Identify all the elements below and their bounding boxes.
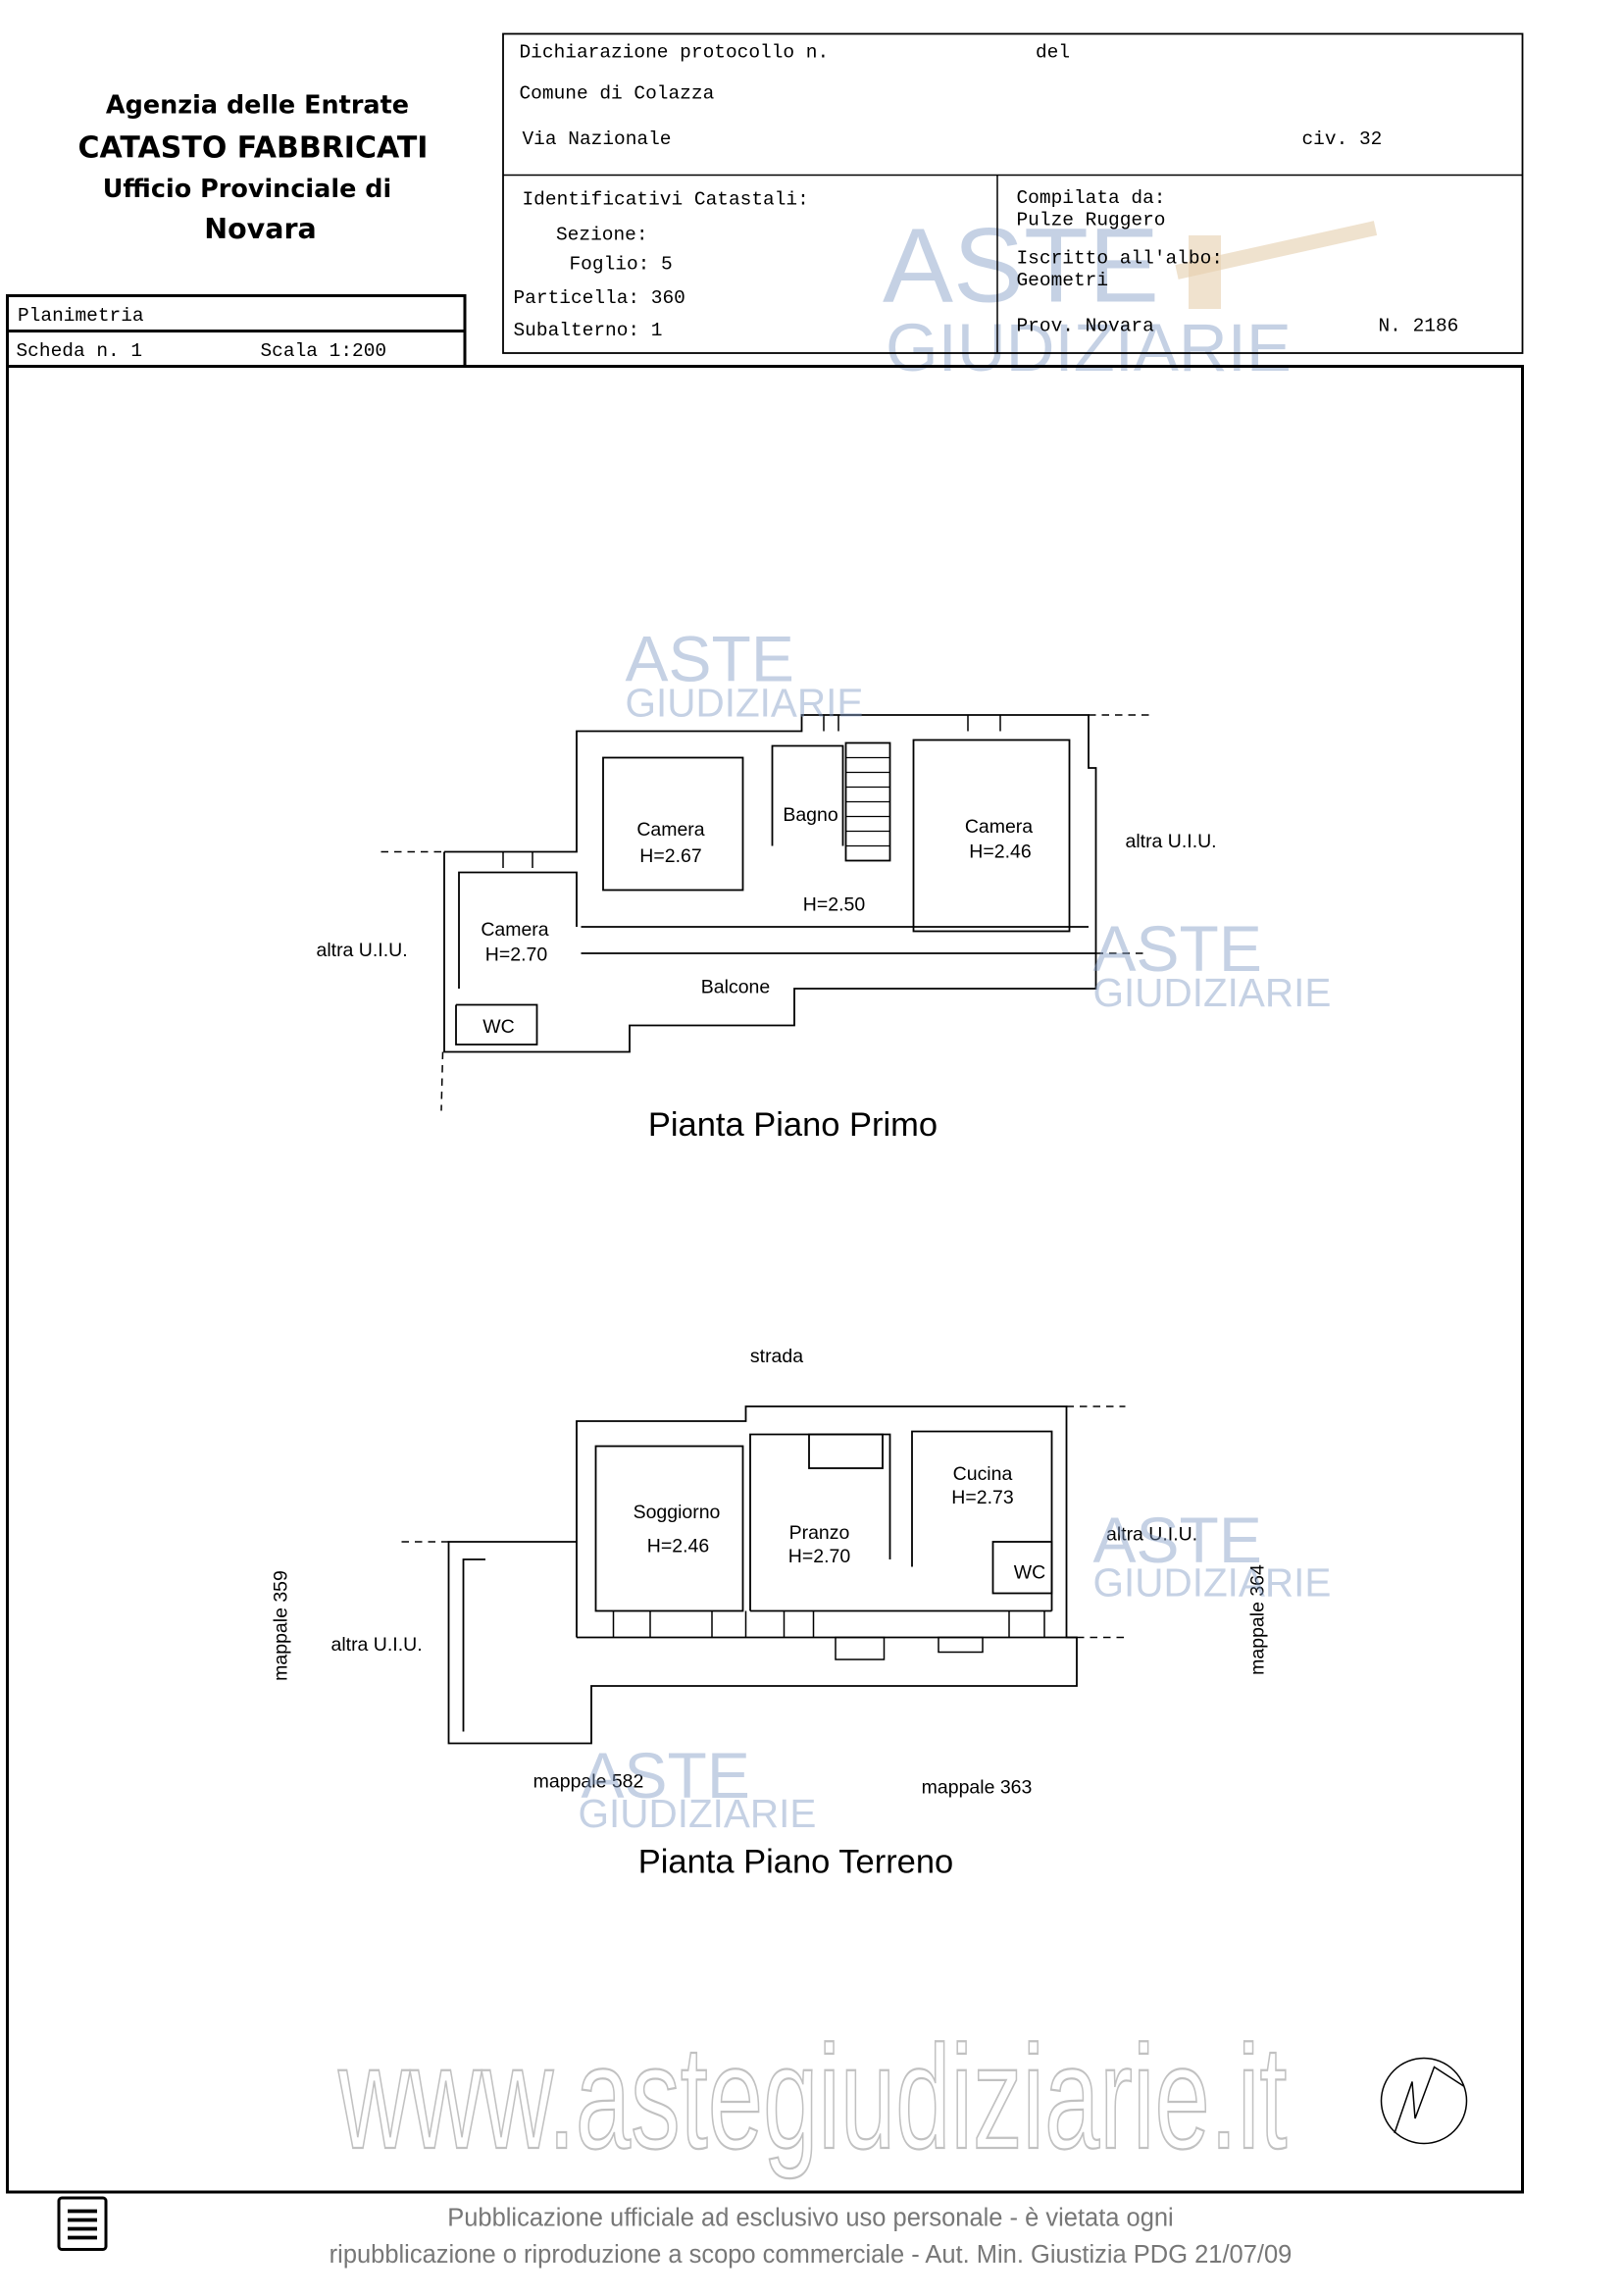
neighbor-left-label: altra U.I.U. [317,940,408,961]
sheet-info-box: Planimetria Scheda n. 1 Scala 1:200 [6,293,467,368]
del-label: del [1036,41,1070,63]
room-cucina-label: Cucina [953,1463,1013,1485]
drawing-frame [6,364,1525,2194]
registration-number: N. 2186 [1379,315,1459,336]
balcony-label: Balcone [701,976,770,997]
room-pranzo-height: H=2.70 [788,1546,851,1567]
corridor-height: H=2.50 [803,893,866,915]
room-soggiorno-label: Soggiorno [634,1502,721,1523]
mappale-364-label: mappale 364 [1247,1564,1269,1675]
svg-text:ASTE: ASTE [883,205,1159,324]
footer-notice-line2: ripubblicazione o riproduzione a scopo c… [330,2241,1293,2269]
watermark-logo: ASTE GIUDIZIARIE [579,1739,817,1836]
declaration-box: Dichiarazione protocollo n. del Comune d… [502,32,1524,354]
room-camera-label: Camera [965,816,1033,838]
svg-text:GIUDIZIARIE: GIUDIZIARIE [1093,1559,1332,1605]
street-label: strada [750,1346,803,1367]
sheet-scale: Scala 1:200 [261,340,387,362]
footer-notice-line1: Pubblicazione ufficiale ad esclusivo uso… [447,2204,1173,2231]
mappale-359-label: mappale 359 [271,1570,292,1681]
sezione: Sezione: [556,224,648,245]
watermark-logo: ASTE GIUDIZIARIE [1093,912,1332,1015]
room-bagno-label: Bagno [783,804,838,826]
neighbor-right-label: altra U.I.U. [1126,831,1217,852]
room-camera-height: H=2.67 [639,845,701,867]
civic-number: civ. 32 [1302,128,1383,150]
particella: Particella: 360 [514,287,685,309]
room-wc-label: WC [482,1016,514,1038]
room-camera-height: H=2.46 [969,841,1031,862]
room-camera-label: Camera [481,919,548,941]
first-floor-plan: Camera H=2.67 Bagno Camera H=2.46 H=2.50… [317,714,1217,1144]
svg-text:ASTE: ASTE [1093,1504,1262,1576]
room-wc-label: WC [1014,1561,1045,1583]
agency-header: Agenzia delle Entrate CATASTO FABBRICATI… [78,90,429,244]
protocol-label: Dichiarazione protocollo n. [520,41,830,63]
room-pranzo-label: Pranzo [789,1522,850,1544]
comune: Comune di Colazza [520,82,715,104]
svg-text:GIUDIZIARIE: GIUDIZIARIE [1093,970,1332,1015]
north-arrow-icon [1380,2057,1468,2145]
address: Via Nazionale [523,128,672,150]
albo-label: Iscritto all'albo: [1017,247,1223,269]
watermark-logo: ASTE GIUDIZIARIE [626,622,864,725]
mappale-582-label: mappale 582 [533,1770,644,1792]
first-floor-title: Pianta Piano Primo [648,1106,938,1144]
subalterno: Subalterno: 1 [514,320,663,341]
office-name: Ufficio Provinciale di [103,175,392,204]
room-camera-label: Camera [636,819,704,841]
room-soggiorno-height: H=2.46 [647,1535,709,1556]
sheet-type: Planimetria [18,305,144,327]
foglio: Foglio: 5 [570,253,673,275]
identifiers-title: Identificativi Catastali: [523,188,809,210]
svg-text:ASTE: ASTE [582,1739,750,1811]
svg-text:GIUDIZIARIE: GIUDIZIARIE [626,680,864,725]
province-name: Novara [204,213,316,245]
sheet-number: Scheda n. 1 [17,340,143,362]
svg-text:GIUDIZIARIE: GIUDIZIARIE [579,1791,817,1836]
room-camera-height: H=2.70 [485,944,548,965]
room-cucina-height: H=2.73 [951,1487,1013,1508]
url-watermark: www.astegiudiziarie.it [337,2015,1287,2179]
svg-text:ASTE: ASTE [1093,912,1262,985]
svg-text:ASTE: ASTE [626,622,794,694]
albo-value: Geometri [1017,270,1109,291]
mappale-363-label: mappale 363 [922,1776,1033,1798]
ground-floor-title: Pianta Piano Terreno [638,1843,953,1880]
compiled-by-label: Compilata da: [1017,187,1166,209]
ground-floor-plan: strada Soggiorno H=2.46 Pranzo H=2.70 Cu… [271,1346,1269,1880]
document-title: CATASTO FABBRICATI [78,130,429,165]
watermark-logo: ASTE GIUDIZIARIE [883,205,1378,385]
compiler-province: Prov. Novara [1017,315,1155,336]
neighbor-right-label: altra U.I.U. [1106,1523,1197,1545]
svg-text:GIUDIZIARIE: GIUDIZIARIE [886,310,1292,385]
document-menu-icon[interactable] [57,2196,108,2251]
neighbor-left-label: altra U.I.U. [331,1634,423,1656]
compiler-name: Pulze Ruggero [1017,209,1166,230]
agency-name: Agenzia delle Entrate [106,90,409,120]
watermark-logo: ASTE GIUDIZIARIE [1093,1504,1332,1605]
